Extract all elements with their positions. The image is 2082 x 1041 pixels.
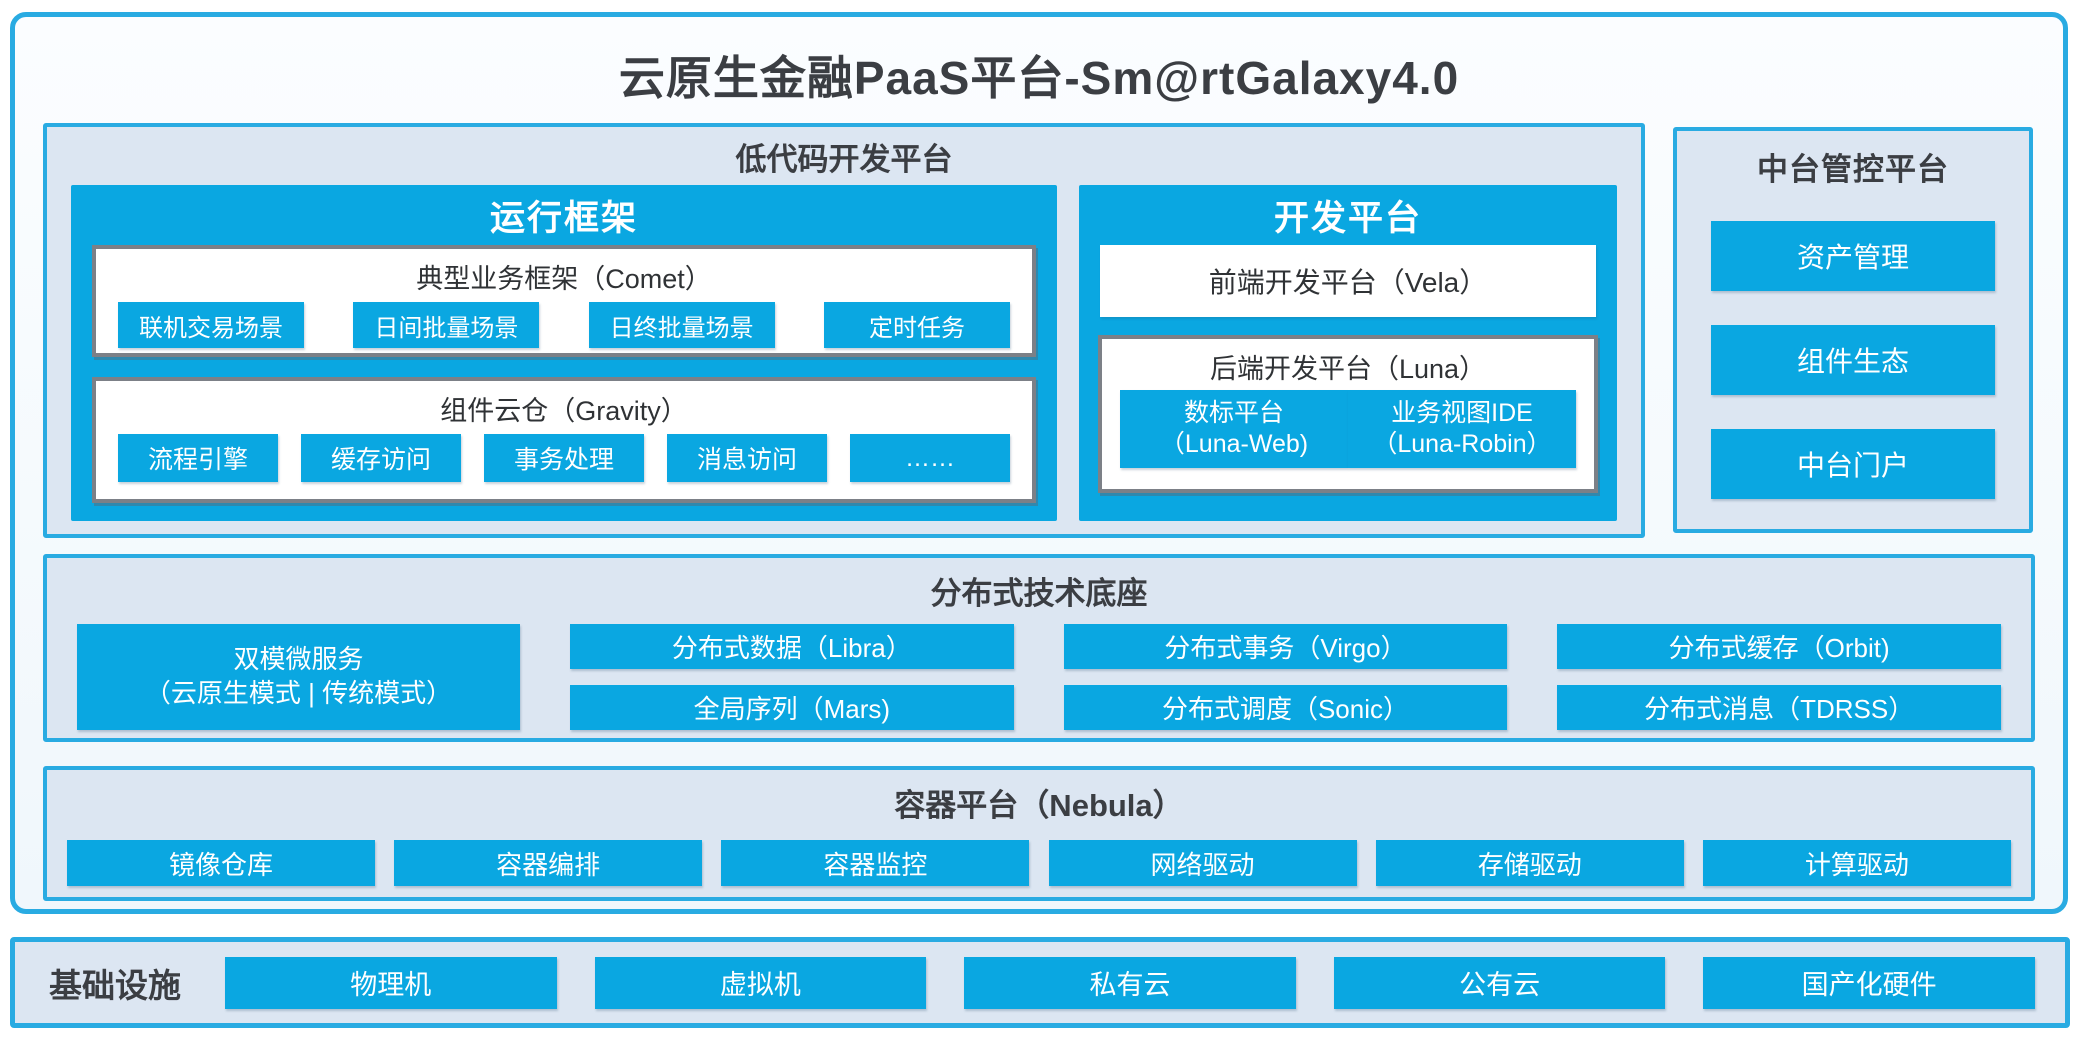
- runtime-framework-panel: 运行框架 典型业务框架（Comet） 联机交易场景 日间批量场景 日终批量场景 …: [71, 185, 1057, 521]
- distributed-scheduler-sonic-item: 分布式调度（Sonic）: [1063, 685, 1508, 730]
- infra-item-physical-machine: 物理机: [225, 956, 557, 1009]
- infra-item-public-cloud: 公有云: [1333, 956, 1666, 1009]
- distributed-cache-orbit-item: 分布式缓存（Orbit): [1557, 624, 2001, 669]
- distributed-transaction-virgo-item: 分布式事务（Virgo）: [1063, 624, 1508, 669]
- container-item-network-driver: 网络驱动: [1048, 840, 1357, 886]
- gravity-warehouse-title: 组件云仓（Gravity）: [440, 395, 688, 426]
- luna-robin-code: （Luna-Robin）: [1372, 430, 1552, 458]
- infra-item-virtual-machine: 虚拟机: [594, 956, 927, 1009]
- container-platform-items: 镜像仓库 容器编排 容器监控 网络驱动 存储驱动 计算驱动: [47, 828, 2031, 886]
- mid-platform-panel: 中台管控平台 资产管理 组件生态 中台门户: [1673, 127, 2033, 533]
- luna-web-code: （Luna-Web): [1159, 430, 1309, 458]
- luna-robin-name: 业务视图IDE: [1391, 398, 1533, 427]
- gravity-items: 流程引擎 缓存访问 事务处理 消息访问 ……: [96, 428, 1032, 482]
- container-platform-title: 容器平台（Nebula）: [894, 787, 1184, 823]
- infra-item-private-cloud: 私有云: [964, 956, 1296, 1009]
- gravity-warehouse-box: 组件云仓（Gravity） 流程引擎 缓存访问 事务处理 消息访问 ……: [92, 377, 1036, 503]
- lowcode-content: 运行框架 典型业务框架（Comet） 联机交易场景 日间批量场景 日终批量场景 …: [47, 185, 1641, 521]
- comet-framework-title: 典型业务框架（Comet）: [416, 263, 712, 294]
- global-sequence-mars-item: 全局序列（Mars): [570, 685, 1014, 730]
- top-row: 低代码开发平台 运行框架 典型业务框架（Comet） 联机交易场景 日间批量场景…: [43, 123, 2035, 538]
- mid-platform-item-portal: 中台门户: [1711, 429, 1995, 499]
- luna-backend-box: 后端开发平台（Luna） 数标平台 （Luna-Web) 业务视图IDE （Lu…: [1098, 335, 1598, 493]
- infrastructure-panel: 基础设施 物理机 虚拟机 私有云 公有云 国产化硬件: [10, 937, 2070, 1028]
- gravity-item-transaction: 事务处理: [484, 434, 644, 482]
- lowcode-platform-title: 低代码开发平台: [735, 141, 953, 177]
- infra-item-domestic-hardware: 国产化硬件: [1703, 956, 2035, 1009]
- distributed-base-title: 分布式技术底座: [930, 575, 1148, 611]
- infrastructure-title: 基础设施: [49, 966, 181, 1004]
- vela-frontend-box: 前端开发平台（Vela）: [1100, 245, 1596, 317]
- infrastructure-items: 物理机 虚拟机 私有云 公有云 国产化硬件: [225, 956, 2035, 1009]
- luna-backend-title: 后端开发平台（Luna）: [1209, 353, 1487, 384]
- dev-platform-panel: 开发平台 前端开发平台（Vela） 后端开发平台（Luna） 数标平台 （Lun…: [1079, 185, 1617, 521]
- dev-platform-title: 开发平台: [1273, 198, 1422, 238]
- container-item-compute-driver: 计算驱动: [1702, 840, 2011, 886]
- luna-robin-item: 业务视图IDE （Luna-Robin）: [1348, 390, 1576, 468]
- mid-platform-title: 中台管控平台: [1757, 151, 1949, 187]
- comet-item-online-trading: 联机交易场景: [118, 302, 304, 348]
- container-item-monitoring: 容器监控: [721, 840, 1030, 886]
- gravity-item-message-access: 消息访问: [667, 434, 827, 482]
- container-item-storage-driver: 存储驱动: [1375, 840, 1684, 886]
- container-item-orchestration: 容器编排: [394, 840, 703, 886]
- comet-framework-box: 典型业务框架（Comet） 联机交易场景 日间批量场景 日终批量场景 定时任务: [92, 245, 1036, 357]
- dual-mode-line2: （云原生模式 | 传统模式）: [144, 678, 453, 708]
- gravity-item-more: ……: [850, 434, 1010, 482]
- distributed-base-panel: 分布式技术底座 双模微服务 （云原生模式 | 传统模式） 分布式数据（Libra…: [43, 554, 2035, 742]
- comet-item-daytime-batch: 日间批量场景: [353, 302, 540, 348]
- comet-item-endofday-batch: 日终批量场景: [588, 302, 775, 348]
- comet-item-scheduled-task: 定时任务: [823, 302, 1010, 348]
- distributed-items: 双模微服务 （云原生模式 | 传统模式） 分布式数据（Libra） 分布式事务（…: [47, 618, 2031, 730]
- runtime-framework-title: 运行框架: [489, 198, 638, 238]
- luna-web-name: 数标平台: [1183, 398, 1284, 427]
- mid-platform-item-component-eco: 组件生态: [1711, 325, 1995, 395]
- platform-architecture-container: 云原生金融PaaS平台-Sm@rtGalaxy4.0 低代码开发平台 运行框架 …: [10, 12, 2068, 914]
- gravity-item-cache-access: 缓存访问: [301, 434, 461, 482]
- luna-items: 数标平台 （Luna-Web) 业务视图IDE （Luna-Robin）: [1102, 386, 1594, 468]
- container-platform-panel: 容器平台（Nebula） 镜像仓库 容器编排 容器监控 网络驱动 存储驱动 计算…: [43, 766, 2035, 901]
- luna-web-item: 数标平台 （Luna-Web): [1120, 390, 1348, 468]
- dual-mode-microservice-item: 双模微服务 （云原生模式 | 传统模式）: [77, 624, 520, 730]
- distributed-message-tdrss-item: 分布式消息（TDRSS）: [1557, 685, 2001, 730]
- dual-mode-line1: 双模微服务: [233, 644, 364, 675]
- mid-platform-item-asset-mgmt: 资产管理: [1711, 221, 1995, 291]
- page-title: 云原生金融PaaS平台-Sm@rtGalaxy4.0: [618, 52, 1460, 104]
- lowcode-platform-panel: 低代码开发平台 运行框架 典型业务框架（Comet） 联机交易场景 日间批量场景…: [43, 123, 1645, 538]
- mid-platform-items: 资产管理 组件生态 中台门户: [1711, 221, 1995, 499]
- container-item-image-registry: 镜像仓库: [67, 840, 375, 886]
- distributed-data-libra-item: 分布式数据（Libra）: [570, 624, 1014, 669]
- gravity-item-process-engine: 流程引擎: [118, 434, 278, 482]
- comet-items: 联机交易场景 日间批量场景 日终批量场景 定时任务: [96, 296, 1032, 348]
